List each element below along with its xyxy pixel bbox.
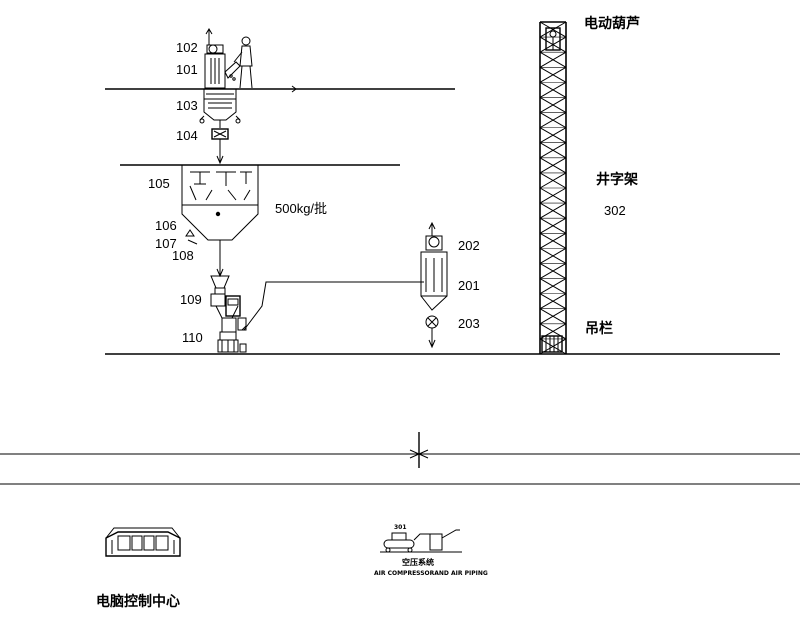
dust-pipe: [241, 281, 424, 331]
label-102: 102: [176, 40, 198, 55]
lifting-cage: [541, 335, 563, 353]
air-compressor-system: [380, 529, 462, 553]
feeding-station-101: [204, 28, 241, 89]
label-107: 107: [155, 236, 177, 251]
label-202: 202: [458, 238, 480, 253]
dust-collector-201: [420, 221, 448, 349]
label-103: 103: [176, 98, 198, 113]
frame-label: 井字架: [596, 171, 638, 188]
cage-label: 吊栏: [585, 320, 613, 337]
label-301: 301: [394, 524, 407, 531]
capacity-label: 500kg/批: [275, 201, 327, 216]
label-106: 106: [155, 218, 177, 233]
label-101: 101: [176, 62, 198, 77]
mixing-silo-105: [181, 164, 259, 278]
air-system-en-label: AIR COMPRESSORAND AIR PIPING: [374, 570, 488, 577]
valve-104: [211, 128, 229, 165]
label-105: 105: [148, 176, 170, 191]
air-system-cn-label: 空压系统: [402, 557, 434, 567]
label-110: 110: [182, 330, 203, 345]
packing-machine-109: [210, 275, 247, 353]
label-104: 104: [176, 128, 198, 143]
electric-hoist: [545, 27, 561, 51]
lattice-tower-302: [539, 21, 567, 355]
label-302: 302: [604, 203, 626, 218]
hopper-103: [199, 88, 241, 128]
divider-arrows: [409, 449, 429, 459]
label-201: 201: [458, 278, 480, 293]
operator-figure: [233, 36, 253, 89]
label-109: 109: [180, 292, 202, 307]
floor-marker: [291, 85, 297, 93]
hoist-label: 电动葫芦: [584, 15, 640, 32]
label-203: 203: [458, 316, 480, 331]
control-center-label: 电脑控制中心: [96, 593, 180, 610]
label-108: 108: [172, 248, 194, 263]
control-center-console: [105, 527, 181, 557]
